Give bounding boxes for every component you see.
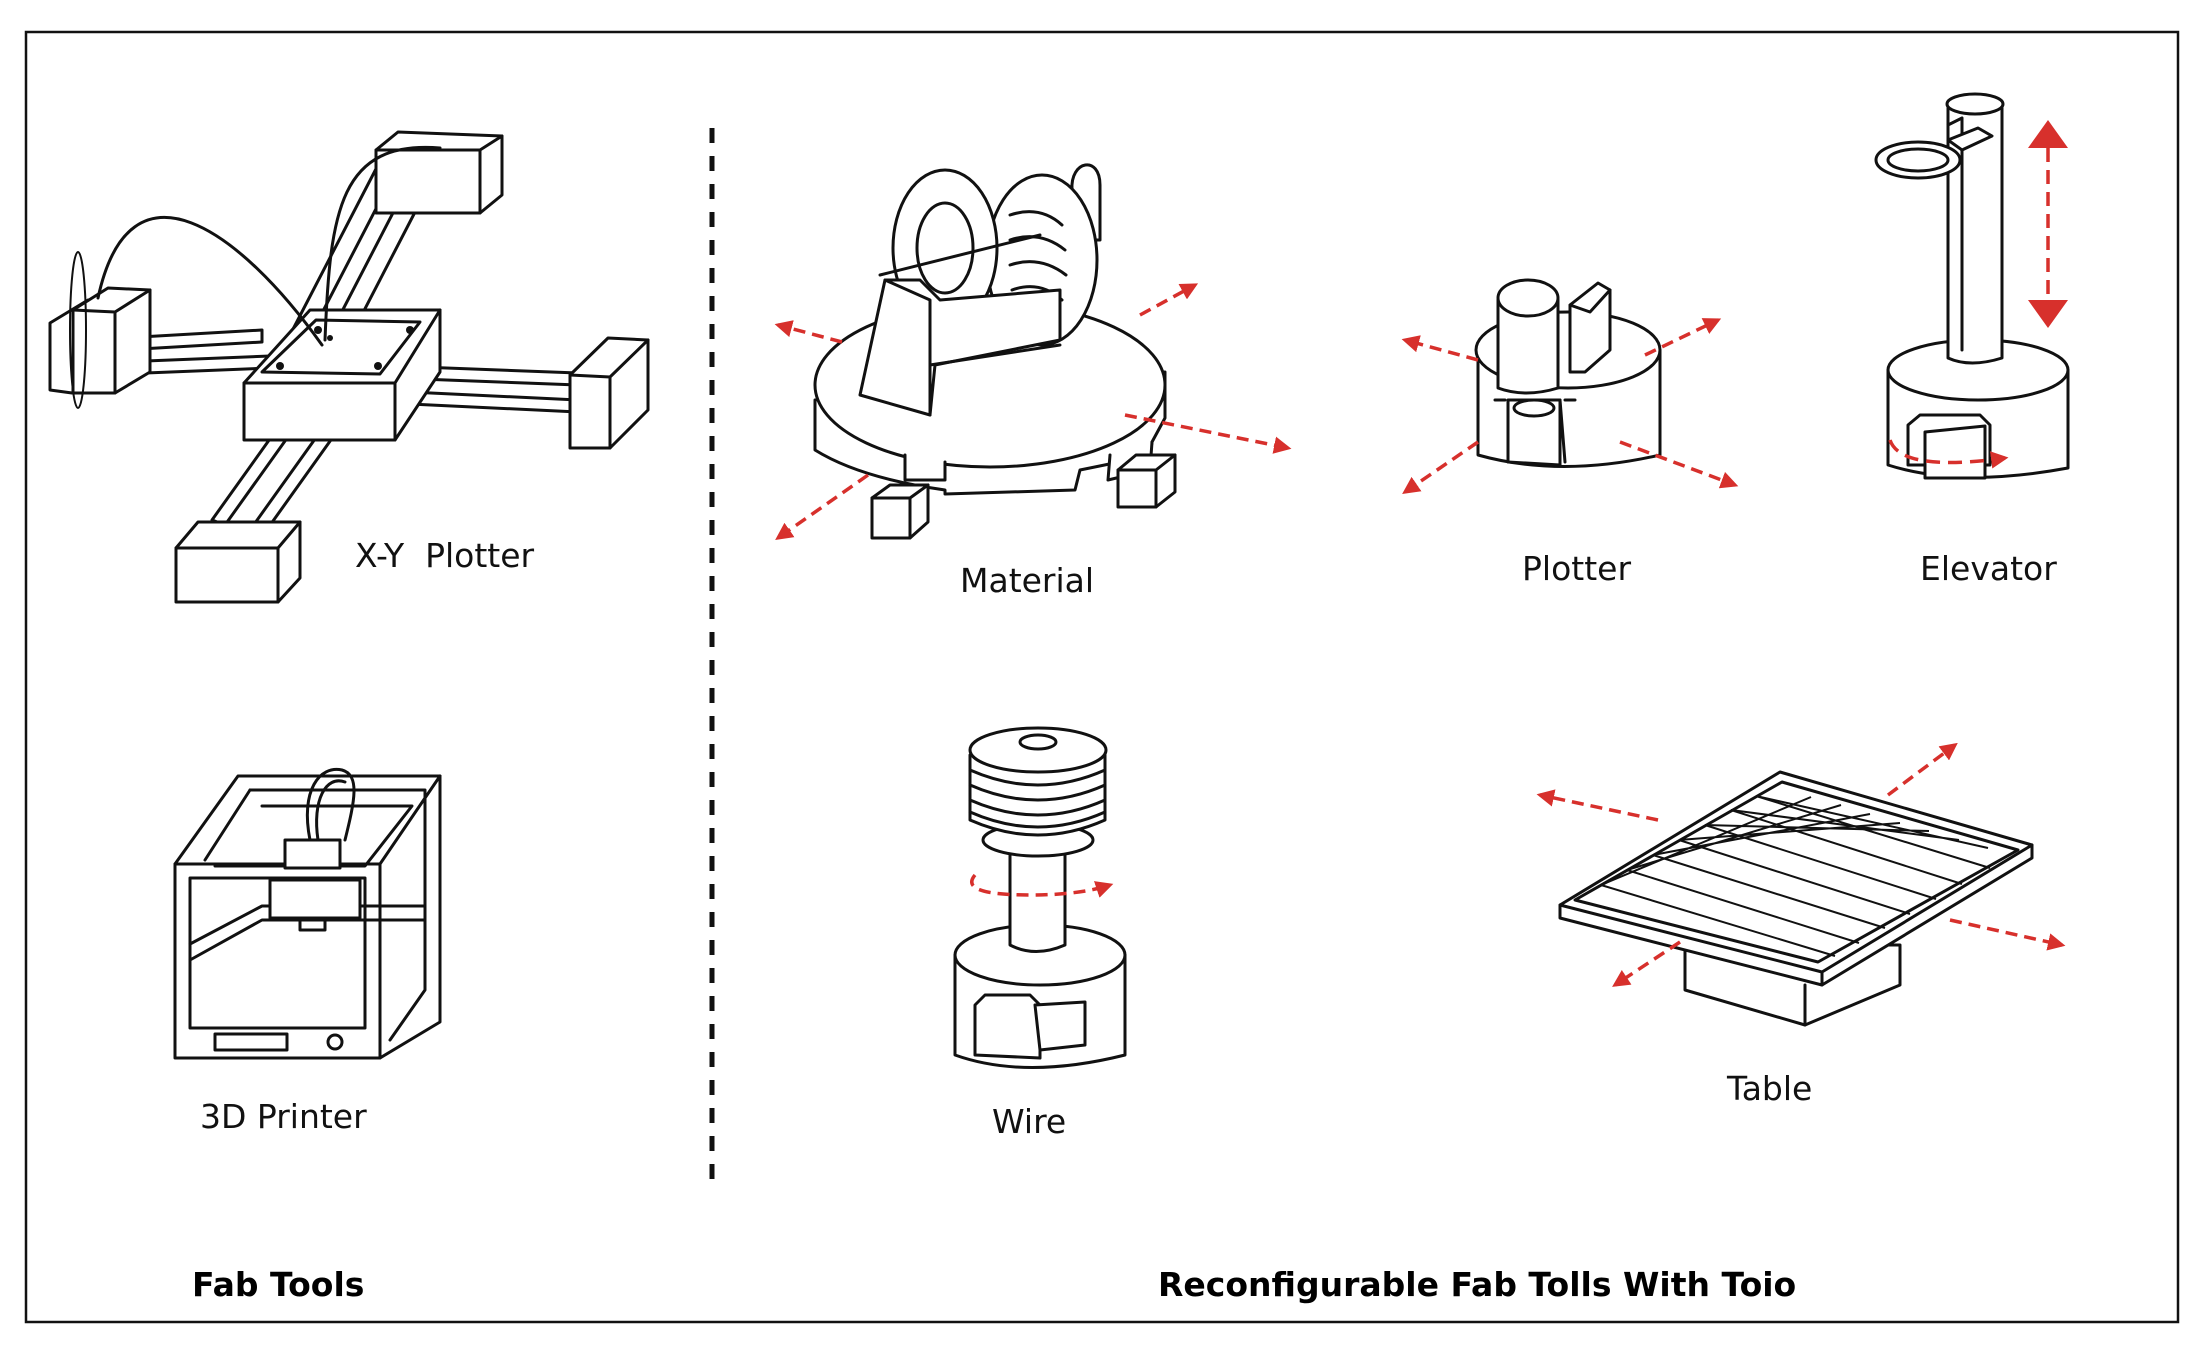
table-grid-icon [1558, 770, 2034, 1027]
elevator-label: Elevator [1920, 549, 2057, 588]
table-label: Table [1726, 1069, 1812, 1108]
plotter-arrows [1401, 318, 1739, 494]
xy-plotter-label: X-Y Plotter [355, 536, 535, 575]
3d-printer-label: 3D Printer [200, 1097, 367, 1136]
material-label: Material [960, 561, 1094, 600]
toio-tools-title: Reconfigurable Fab Tolls With Toio [1158, 1265, 1796, 1304]
plotter-label: Plotter [1522, 549, 1631, 588]
elevator-module-icon [1874, 92, 2070, 480]
elevator-arrows [1888, 120, 2068, 469]
figure-border [24, 30, 2180, 1324]
xy-plotter-icon [48, 130, 650, 604]
wire-label: Wire [992, 1102, 1066, 1141]
material-spool-icon [813, 163, 1177, 540]
wire-arrows [970, 873, 1114, 898]
table-arrows [1536, 742, 2066, 987]
fab-tools-title: Fab Tools [192, 1265, 364, 1304]
wire-spool-icon [953, 726, 1127, 1069]
material-arrows [774, 283, 1292, 541]
plotter-module-icon [1474, 278, 1662, 468]
3d-printer-icon [173, 767, 442, 1060]
